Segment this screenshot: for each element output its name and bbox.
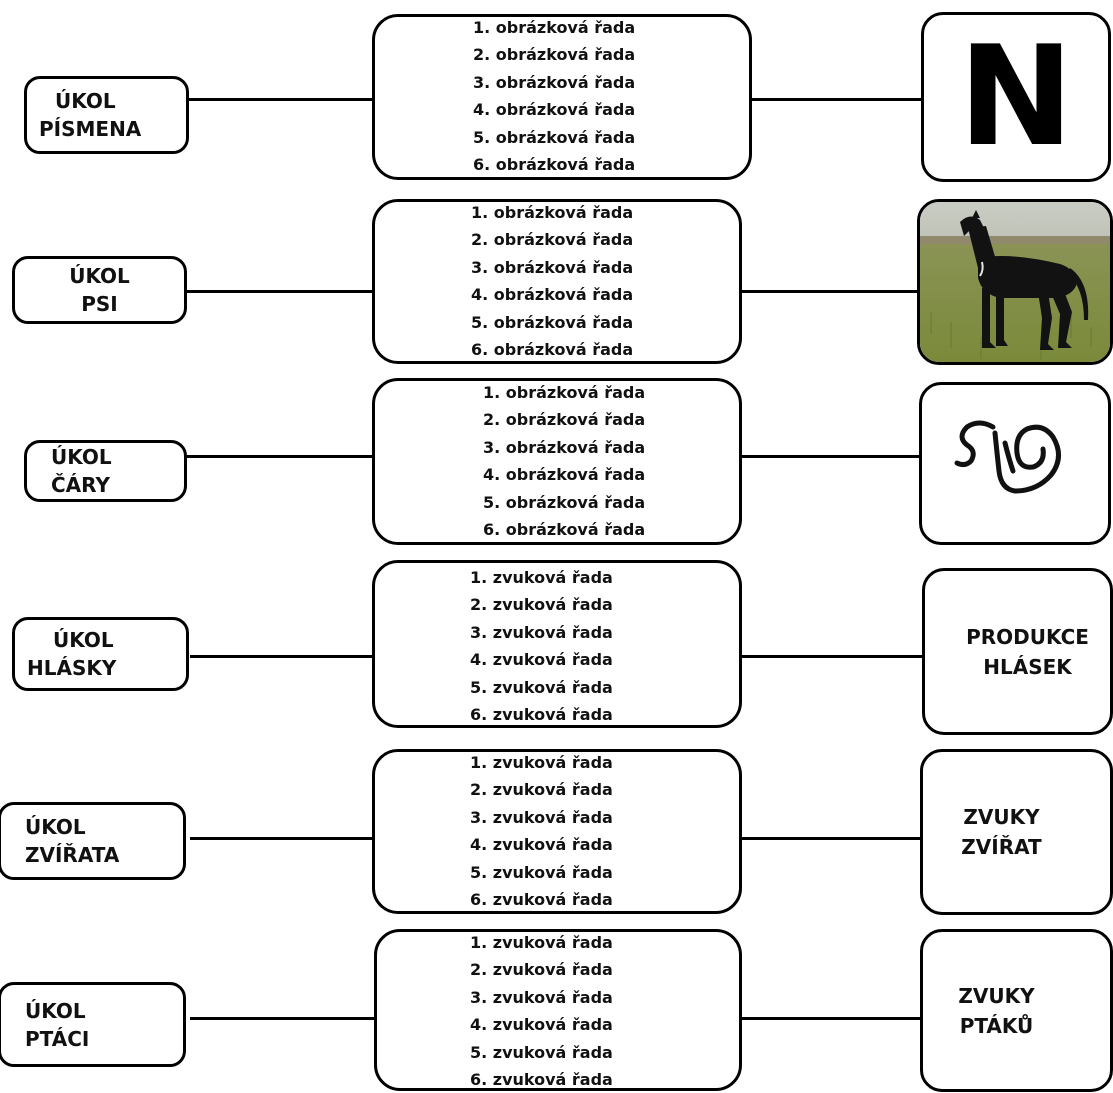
series-list: 1. obrázková řada 2. obrázková řada 3. o… bbox=[473, 14, 635, 178]
task-label-line2: ČÁRY bbox=[51, 473, 110, 497]
connector-line bbox=[180, 290, 376, 293]
series-item: 4. zvuková řada bbox=[470, 650, 613, 670]
series-item: 5. zvuková řada bbox=[470, 677, 613, 697]
series-box bbox=[372, 378, 742, 545]
series-item: 3. obrázková řada bbox=[471, 257, 634, 277]
connector-line bbox=[738, 1017, 924, 1020]
task-label-line1: ÚKOL bbox=[53, 628, 114, 652]
series-item: 4. zvuková řada bbox=[470, 1015, 613, 1035]
task-label-line1: ÚKOL bbox=[51, 445, 112, 469]
series-item: 5. obrázková řada bbox=[473, 127, 636, 147]
series-box bbox=[372, 14, 752, 180]
connector-line bbox=[180, 455, 376, 458]
task-box-zvirata: ÚKOL ZVÍŘATA bbox=[0, 802, 186, 880]
result-label-line1: PRODUKCE bbox=[966, 624, 1089, 649]
result-label-line2: PTÁKŮ bbox=[959, 1013, 1034, 1038]
diagram-row-zvirata: ÚKOL ZVÍŘATA 1. zvuková řada 2. zvuková … bbox=[0, 735, 1113, 915]
series-list: 1. obrázková řada 2. obrázková řada 3. o… bbox=[471, 199, 633, 363]
series-item: 1. obrázková řada bbox=[471, 203, 634, 222]
task-label-line2: PTÁCI bbox=[25, 1026, 90, 1051]
connector-line bbox=[738, 290, 924, 293]
series-list: 1. zvuková řada 2. zvuková řada 3. zvuko… bbox=[470, 929, 613, 1093]
connector-line bbox=[738, 455, 924, 458]
series-list: 1. zvuková řada 2. zvuková řada 3. zvuko… bbox=[470, 749, 613, 913]
series-item: 2. obrázková řada bbox=[483, 410, 646, 430]
diagram-row-cary: ÚKOL ČÁRY 1. obrázková řada 2. obrázková… bbox=[0, 365, 1113, 550]
series-item: 2. obrázková řada bbox=[473, 45, 636, 65]
series-item: 4. obrázková řada bbox=[471, 285, 634, 305]
series-item: 5. obrázková řada bbox=[483, 492, 646, 512]
connector-line bbox=[738, 837, 924, 840]
task-label-line1: ÚKOL bbox=[25, 815, 86, 839]
series-item: 3. zvuková řada bbox=[470, 987, 613, 1007]
result-box-image bbox=[919, 382, 1111, 545]
series-box bbox=[372, 560, 742, 728]
series-item: 5. zvuková řada bbox=[470, 1042, 613, 1062]
task-label-line2: PÍSMENA bbox=[39, 117, 142, 141]
series-item: 6. zvuková řada bbox=[470, 1069, 613, 1089]
series-item: 3. obrázková řada bbox=[473, 72, 636, 92]
task-box-cary: ÚKOL ČÁRY bbox=[24, 440, 187, 502]
result-box-text: ZVUKY PTÁKŮ bbox=[920, 929, 1113, 1092]
result-box-image bbox=[917, 199, 1113, 365]
series-item: 1. zvuková řada bbox=[470, 933, 613, 952]
squiggle-line-drawing-icon bbox=[954, 420, 1061, 494]
series-item: 4. zvuková řada bbox=[470, 835, 613, 855]
connector-line bbox=[190, 655, 376, 658]
task-label-line1: ÚKOL bbox=[55, 89, 116, 113]
connector-line bbox=[190, 837, 376, 840]
task-label-line1: ÚKOL bbox=[25, 998, 86, 1023]
task-label-line2: HLÁSKY bbox=[27, 656, 117, 680]
result-box-text: ZVUKY ZVÍŘAT bbox=[920, 749, 1113, 915]
series-box bbox=[374, 929, 742, 1091]
task-label-line1: ÚKOL bbox=[69, 264, 130, 288]
task-label-line2: PSI bbox=[81, 292, 118, 316]
result-label-line1: ZVUKY bbox=[958, 983, 1035, 1008]
series-item: 1. obrázková řada bbox=[473, 18, 636, 37]
dog-photo-icon bbox=[920, 202, 1110, 362]
task-box-ptaci: ÚKOL PTÁCI bbox=[0, 982, 186, 1067]
series-box bbox=[372, 749, 742, 914]
result-label-line1: ZVUKY bbox=[963, 805, 1040, 829]
diagram-row-pismena: ÚKOL PÍSMENA 1. obrázková řada 2. obrázk… bbox=[0, 0, 1113, 185]
diagram-row-psi: ÚKOL PSI 1. obrázková řada 2. obrázková … bbox=[0, 185, 1113, 365]
diagram-row-ptaci: ÚKOL PTÁCI 1. zvuková řada 2. zvuková řa… bbox=[0, 915, 1113, 1092]
series-item: 3. zvuková řada bbox=[470, 622, 613, 642]
connector-line bbox=[180, 98, 376, 101]
series-item: 4. obrázková řada bbox=[483, 465, 646, 485]
series-item: 1. zvuková řada bbox=[470, 568, 613, 587]
series-list: 1. obrázková řada 2. obrázková řada 3. o… bbox=[483, 379, 645, 543]
result-box-letter: N bbox=[921, 12, 1111, 182]
diagram-row-hlasky: ÚKOL HLÁSKY 1. zvuková řada 2. zvuková ř… bbox=[0, 550, 1113, 735]
series-item: 5. obrázková řada bbox=[471, 312, 634, 332]
task-label-line2: ZVÍŘATA bbox=[25, 843, 120, 867]
connector-line bbox=[190, 1017, 376, 1020]
task-box-hlasky: ÚKOL HLÁSKY bbox=[12, 617, 189, 691]
series-item: 3. obrázková řada bbox=[483, 437, 646, 457]
task-box-pismena: ÚKOL PÍSMENA bbox=[24, 76, 189, 154]
series-item: 2. zvuková řada bbox=[470, 960, 613, 980]
series-item: 2. obrázková řada bbox=[471, 230, 634, 250]
series-item: 1. obrázková řada bbox=[483, 383, 646, 402]
connector-line bbox=[745, 98, 925, 101]
result-box-text: PRODUKCE HLÁSEK bbox=[922, 568, 1113, 735]
series-item: 4. obrázková řada bbox=[473, 100, 636, 120]
series-box bbox=[372, 199, 742, 364]
result-label-line2: ZVÍŘAT bbox=[961, 835, 1042, 859]
result-label-line2: HLÁSEK bbox=[983, 654, 1072, 679]
series-list: 1. zvuková řada 2. zvuková řada 3. zvuko… bbox=[470, 564, 613, 728]
series-item: 6. zvuková řada bbox=[470, 889, 613, 909]
series-item: 2. zvuková řada bbox=[470, 595, 613, 615]
series-item: 6. obrázková řada bbox=[473, 154, 636, 174]
series-item: 3. zvuková řada bbox=[470, 807, 613, 827]
series-item: 6. zvuková řada bbox=[470, 704, 613, 724]
task-box-psi: ÚKOL PSI bbox=[12, 256, 187, 324]
letter-n: N bbox=[958, 16, 1074, 177]
series-item: 1. zvuková řada bbox=[470, 753, 613, 772]
series-item: 5. zvuková řada bbox=[470, 862, 613, 882]
series-item: 6. obrázková řada bbox=[471, 339, 634, 359]
connector-line bbox=[738, 655, 924, 658]
series-item: 6. obrázková řada bbox=[483, 519, 646, 539]
series-item: 2. zvuková řada bbox=[470, 780, 613, 800]
